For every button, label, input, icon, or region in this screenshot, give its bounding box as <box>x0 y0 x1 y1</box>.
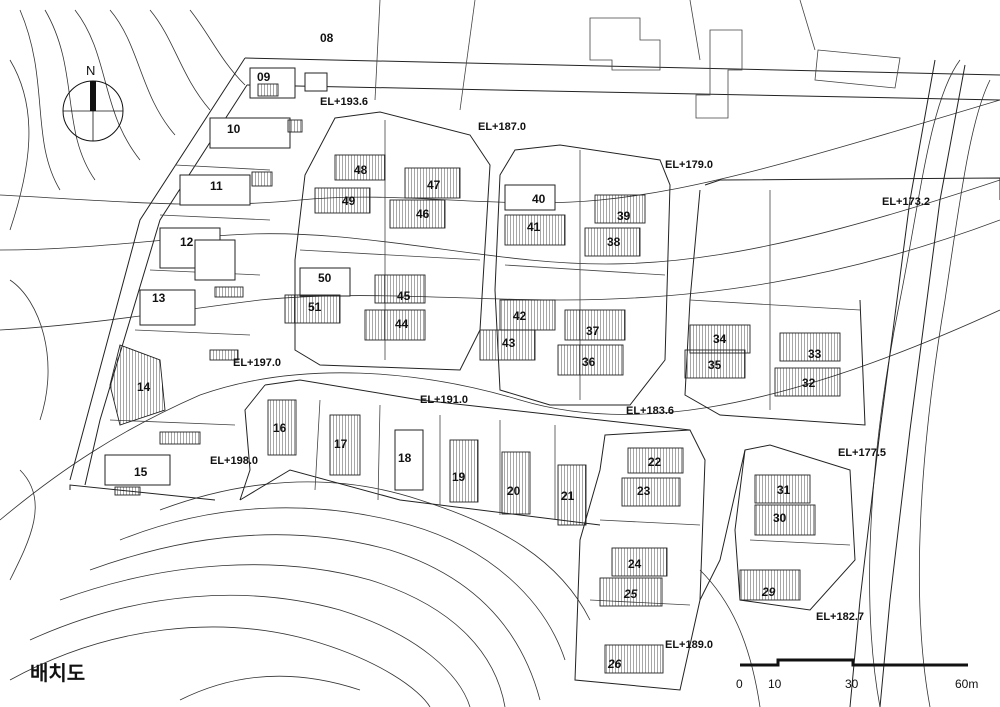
lot-number: 11 <box>210 179 223 193</box>
lot-number: 50 <box>318 271 332 285</box>
lot-number: 48 <box>354 163 368 177</box>
elevation-labels: EL+193.6 EL+187.0 EL+179.0 EL+173.2 EL+1… <box>210 96 930 651</box>
lot-number: 32 <box>802 376 816 390</box>
lot-number: 10 <box>227 122 241 136</box>
lot-number: 43 <box>502 336 516 350</box>
scale-label: 10 <box>768 677 782 691</box>
elevation-label: EL+197.0 <box>233 357 281 369</box>
lot-number: 14 <box>137 380 151 394</box>
elevation-label: EL+183.6 <box>626 405 674 417</box>
lot-number: 12 <box>180 235 194 249</box>
neighbor-buildings <box>374 0 901 119</box>
lot-number: 26 <box>607 657 622 671</box>
scale-label: 0 <box>736 677 743 691</box>
lot-number: 17 <box>334 437 348 451</box>
elevation-label: EL+182.7 <box>816 611 864 623</box>
lot-number: 36 <box>582 355 596 369</box>
lot-number: 38 <box>607 235 621 249</box>
houses <box>104 67 841 674</box>
lot-number: 44 <box>395 317 409 331</box>
scale-bar: 0 10 30 60m <box>736 658 978 691</box>
lot-number: 49 <box>342 194 356 208</box>
lot-number: 42 <box>513 309 527 323</box>
lot-number: 35 <box>708 358 722 372</box>
elevation-label: EL+198.0 <box>210 455 258 467</box>
lot-number: 24 <box>628 557 642 571</box>
lot-number: 31 <box>777 483 791 497</box>
lot-number: 41 <box>527 220 541 234</box>
lot-number: 30 <box>773 511 787 525</box>
lot-number: 23 <box>637 484 651 498</box>
lot-number: 09 <box>257 70 271 84</box>
lot-number: 45 <box>397 289 411 303</box>
road-network <box>69 57 1000 707</box>
lot-number: 34 <box>713 332 727 346</box>
plan-title: 배치도 <box>30 662 85 685</box>
lot-number: 51 <box>308 300 322 314</box>
lot-number: 39 <box>617 209 631 223</box>
lot-number: 25 <box>623 587 638 601</box>
lot-number: 47 <box>427 178 441 192</box>
lot-number: 40 <box>532 192 546 206</box>
lot-number: 29 <box>761 585 776 599</box>
elevation-label: EL+173.2 <box>882 196 930 208</box>
lot-number: 20 <box>507 484 521 498</box>
elevation-label: EL+187.0 <box>478 121 526 133</box>
lot-number: 21 <box>561 489 575 503</box>
elevation-label: EL+189.0 <box>665 639 713 651</box>
elevation-label: EL+179.0 <box>665 159 713 171</box>
scale-label: 30 <box>845 677 859 691</box>
elevation-label: EL+191.0 <box>420 394 468 406</box>
lot-number: 46 <box>416 207 430 221</box>
lot-number: 33 <box>808 347 822 361</box>
lot-number: 08 <box>320 31 334 45</box>
lot-number: 22 <box>648 455 662 469</box>
scale-label: 60m <box>955 677 978 691</box>
elevation-label: EL+193.6 <box>320 96 368 108</box>
lot-number: 13 <box>152 291 166 305</box>
lot-number: 15 <box>134 465 148 479</box>
north-label: N <box>86 63 95 78</box>
north-arrow: N <box>62 63 124 142</box>
lot-number: 19 <box>452 470 466 484</box>
lot-number: 37 <box>586 324 600 338</box>
lot-number: 16 <box>273 421 287 435</box>
lot-numbers: 08 09 10 11 12 13 14 15 16 17 18 19 20 2… <box>134 31 822 671</box>
lot-number: 18 <box>398 451 412 465</box>
elevation-label: EL+177.5 <box>838 447 886 459</box>
